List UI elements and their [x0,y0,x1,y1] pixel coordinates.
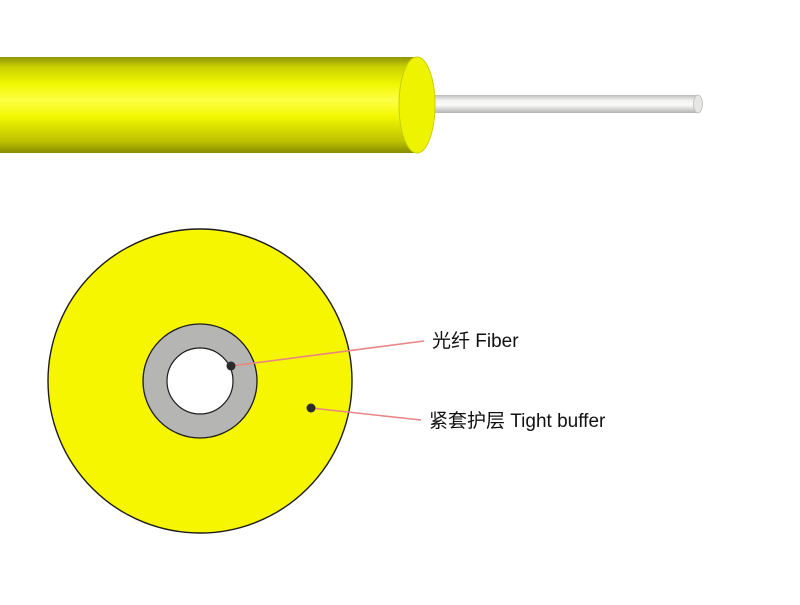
cable-3d-view [0,56,703,154]
cable-jacket-3d [0,56,436,154]
annotations: 光纤 Fiber 紧套护层 Tight buffer [226,330,606,432]
cable-jacket-body [0,57,417,153]
cable-jacket-end-cap [398,56,436,154]
fiber-strand-3d [416,94,703,114]
fiber-core-circle [166,347,234,415]
fiber-strand-body [416,95,698,113]
fiber-point-dot [226,361,236,371]
fiber-strand-end-cap [693,94,703,114]
fiber-label: 光纤 Fiber [432,330,519,352]
tight-buffer-label: 紧套护层 Tight buffer [429,410,606,432]
cable-cross-section [47,228,353,534]
fiber-leader-line [230,340,425,367]
tight-buffer-point-dot [306,403,316,413]
tight-buffer-leader-line [310,407,422,421]
